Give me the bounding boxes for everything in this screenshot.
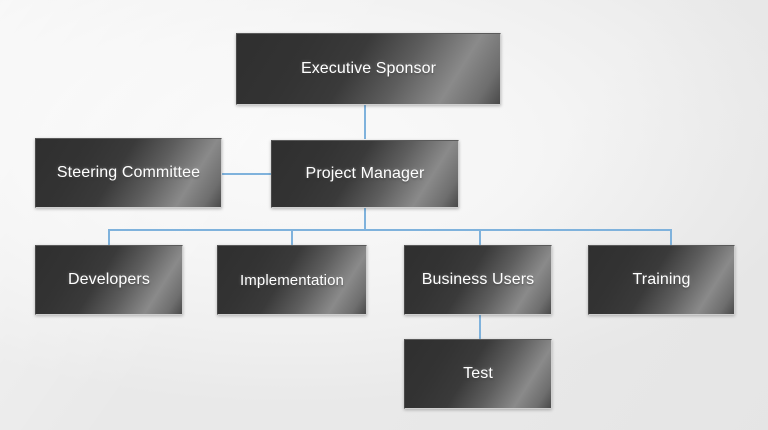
node-business-users[interactable]: Business Users: [404, 245, 552, 315]
connector-exec-to-pm: [364, 105, 366, 139]
node-project-manager[interactable]: Project Manager: [271, 140, 459, 208]
node-label-project-manager: Project Manager: [305, 165, 425, 182]
node-steering-committee[interactable]: Steering Committee: [35, 138, 222, 208]
node-label-business-users: Business Users: [421, 271, 535, 288]
node-executive-sponsor[interactable]: Executive Sponsor: [236, 33, 501, 105]
connector-bus-horizontal: [108, 229, 672, 231]
node-label-executive-sponsor: Executive Sponsor: [300, 60, 437, 77]
connector-bus-to-implementation: [291, 229, 293, 245]
connector-bus-to-business-users: [479, 229, 481, 245]
connector-bus-to-training: [670, 229, 672, 245]
node-developers[interactable]: Developers: [35, 245, 183, 315]
connector-bus-to-developers: [108, 229, 110, 245]
node-label-training: Training: [632, 271, 691, 288]
node-test[interactable]: Test: [404, 339, 552, 409]
connector-steering-to-pm: [222, 173, 272, 175]
connector-business-users-to-test: [479, 315, 481, 339]
node-label-steering-committee: Steering Committee: [56, 164, 201, 181]
node-label-implementation: Implementation: [240, 271, 344, 289]
connector-pm-to-bus: [364, 208, 366, 231]
node-label-test: Test: [463, 365, 493, 382]
node-implementation[interactable]: Implementation: [217, 245, 367, 315]
node-label-developers: Developers: [68, 271, 150, 288]
node-training[interactable]: Training: [588, 245, 735, 315]
